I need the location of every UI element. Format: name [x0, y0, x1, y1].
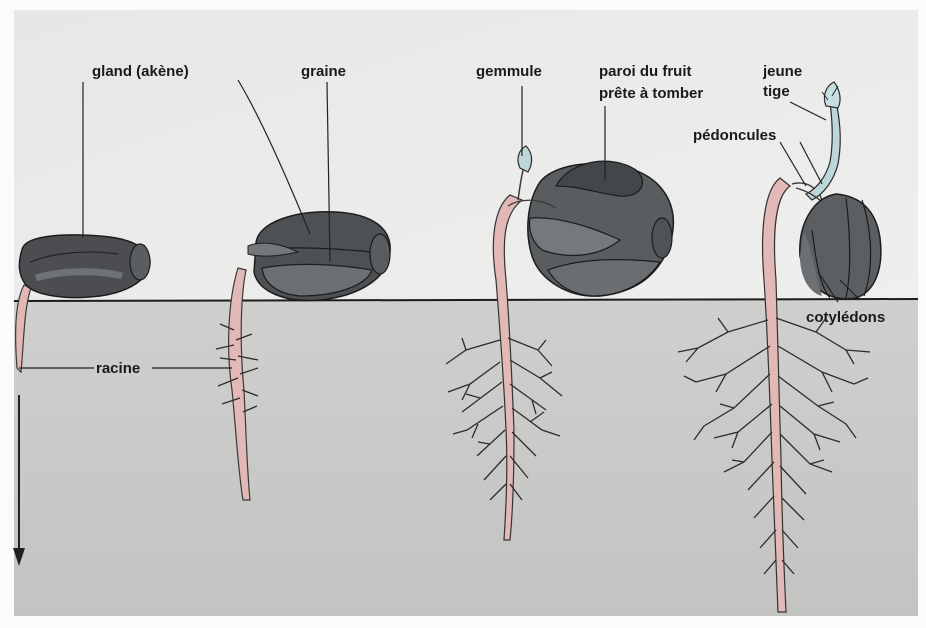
label-peduncles: pédoncules — [693, 127, 776, 144]
label-fruit-wall-line1: paroi du fruit — [599, 63, 692, 80]
label-cotyledons: cotylédons — [806, 309, 885, 326]
label-young-stem-line2: tige — [763, 83, 790, 100]
label-plumule: gemmule — [476, 63, 542, 80]
label-root: racine — [96, 360, 140, 377]
label-acorn: gland (akène) — [92, 63, 189, 80]
label-young-stem-line1: jeune — [762, 63, 802, 80]
label-seed: graine — [301, 63, 346, 80]
label-fruit-wall-line2: prête à tomber — [599, 85, 703, 102]
